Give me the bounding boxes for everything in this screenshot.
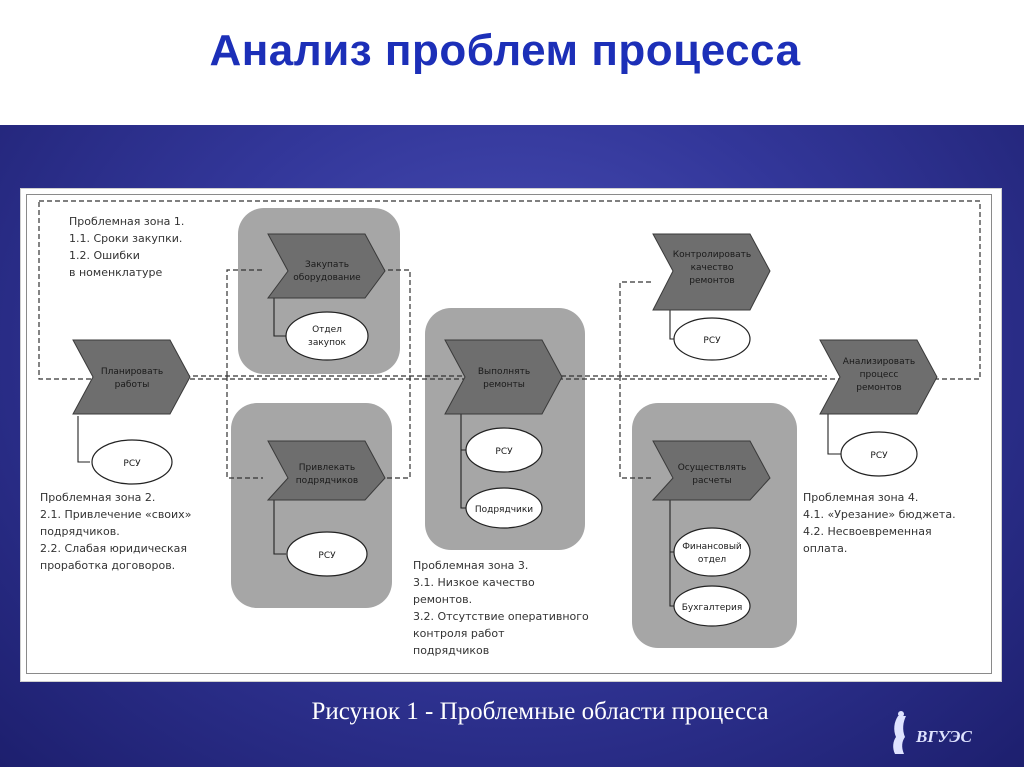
- zone1-line-1: Проблемная зона 1.: [69, 215, 184, 228]
- unit-connectors: [77, 298, 842, 607]
- zone1-line-4: в номенклатуре: [69, 266, 162, 279]
- function-analyze-label-2: процесс: [860, 370, 899, 380]
- unit-purchase-label-2: закупок: [308, 338, 346, 348]
- logo-text: ВГУЭС: [916, 727, 972, 746]
- unit-contractors: [465, 487, 543, 529]
- figure-caption: Рисунок 1 - Проблемные области процесса: [311, 698, 769, 725]
- function-control-label-1: Контролировать: [673, 250, 751, 260]
- function-plan-label-1: Планировать: [101, 367, 163, 377]
- zone3-line-2: 3.1. Низкое качество: [413, 576, 535, 589]
- function-repair-label-2: ремонты: [483, 380, 525, 390]
- function-hire-contractors: [266, 440, 386, 501]
- zone1-line-3: 1.2. Ошибки: [69, 249, 140, 262]
- zone3-line-5: контроля работ: [413, 627, 505, 640]
- unit-purchase-dept: [285, 311, 369, 361]
- zone2-line-4: 2.2. Слабая юридическая: [40, 542, 187, 555]
- unit-purchase-label-1: Отдел: [312, 325, 342, 335]
- logo-emblem-icon: [893, 711, 906, 754]
- unit-contractors-label: Подрядчики: [475, 505, 533, 515]
- unit-finance-label-1: Финансовый: [682, 542, 742, 552]
- unit-rsu-hire-label: РСУ: [318, 551, 336, 561]
- zone2-line-3: подрядчиков.: [40, 525, 120, 538]
- function-analyze-label-3: ремонтов: [856, 383, 901, 393]
- function-buy-label-2: оборудование: [293, 273, 361, 283]
- problem-zone-2-area: [231, 403, 392, 608]
- function-analyze-process: [819, 339, 938, 415]
- unit-rsu-plan: [91, 439, 173, 485]
- zone4-line-1: Проблемная зона 4.: [803, 491, 918, 504]
- function-hire-label-1: Привлекать: [299, 463, 355, 473]
- function-buy-equipment: [267, 233, 386, 299]
- function-repair-label-1: Выполнять: [478, 367, 530, 377]
- zone2-line-1: Проблемная зона 2.: [40, 491, 155, 504]
- zone3-line-3: ремонтов.: [413, 593, 472, 606]
- zone1-line-2: 1.1. Сроки закупки.: [69, 232, 182, 245]
- function-buy-label-1: Закупать: [305, 260, 349, 270]
- function-control-quality: [652, 233, 771, 311]
- title-band: [0, 0, 1024, 125]
- process-diagram: Планировать работы Закупать оборудование…: [38, 200, 981, 657]
- unit-rsu-repair-label: РСУ: [495, 447, 513, 457]
- unit-rsu-control-label: РСУ: [703, 336, 721, 346]
- function-make-payments: [651, 440, 771, 501]
- zone3-line-6: подрядчиков: [413, 644, 489, 657]
- function-control-label-2: качество: [691, 263, 734, 273]
- unit-rsu-plan-label: РСУ: [123, 459, 141, 469]
- unit-finance-dept: [673, 527, 751, 577]
- unit-rsu-analyze-label: РСУ: [870, 451, 888, 461]
- zone4-line-3: 4.2. Несвоевременная: [803, 525, 932, 538]
- zone4-line-4: оплата.: [803, 542, 847, 555]
- function-plan-label-2: работы: [115, 380, 150, 390]
- unit-finance-label-2: отдел: [698, 555, 726, 565]
- unit-rsu-repair: [465, 427, 543, 473]
- function-hire-label-2: подрядчиков: [296, 476, 358, 486]
- university-logo: [893, 711, 906, 754]
- zone2-line-2: 2.1. Привлечение «своих»: [40, 508, 191, 521]
- zone3-line-1: Проблемная зона 3.: [413, 559, 528, 572]
- function-pay-label-2: расчеты: [692, 476, 731, 486]
- unit-rsu-control: [673, 317, 751, 361]
- unit-rsu-analyze: [840, 431, 918, 477]
- zone4-line-2: 4.1. «Урезание» бюджета.: [803, 508, 956, 521]
- function-pay-label-1: Осуществлять: [678, 463, 747, 473]
- figure-inner-border: [26, 194, 992, 674]
- function-control-label-3: ремонтов: [689, 276, 734, 286]
- unit-accounting-label: Бухгалтерия: [682, 603, 743, 613]
- function-perform-repairs: [444, 339, 563, 415]
- slide-title: Анализ проблем процесса: [209, 26, 801, 75]
- zone3-line-4: 3.2. Отсутствие оперативного: [413, 610, 589, 623]
- unit-accounting: [673, 585, 751, 627]
- zone2-line-5: проработка договоров.: [40, 559, 175, 572]
- function-analyze-label-1: Анализировать: [843, 357, 915, 367]
- unit-rsu-hire: [286, 531, 368, 577]
- function-plan-work: [72, 339, 191, 415]
